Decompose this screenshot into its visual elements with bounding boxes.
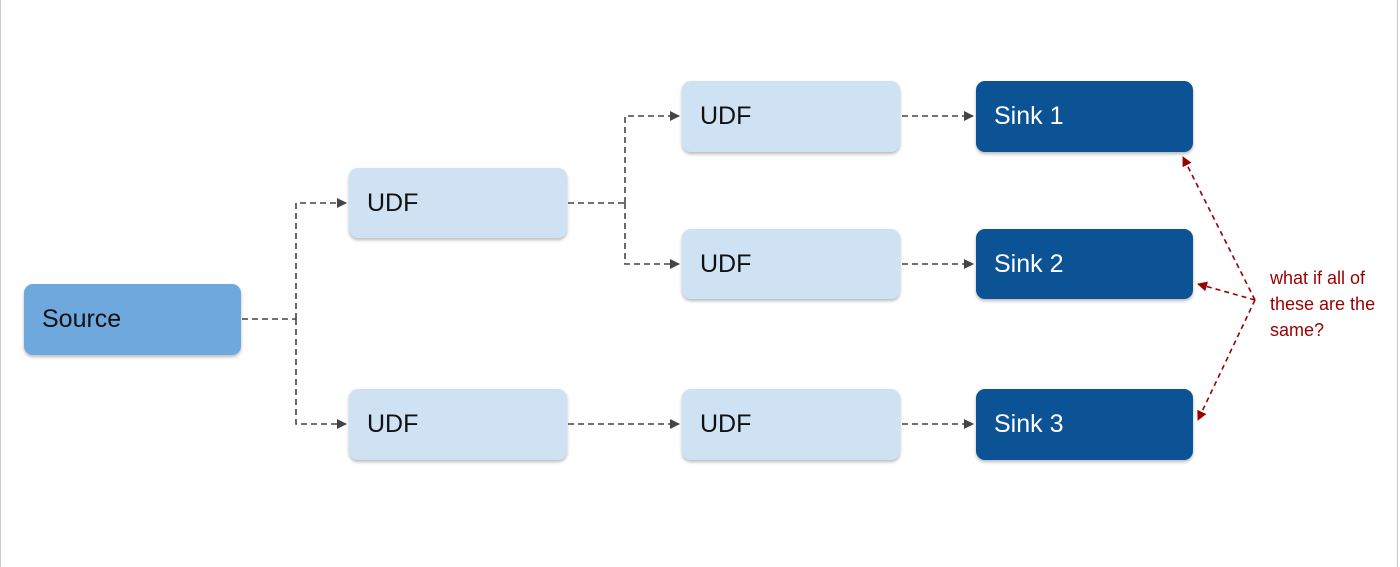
udf-label: UDF	[367, 410, 419, 438]
edge-fork-udf-top	[624, 111, 680, 203]
udf-label: UDF	[367, 188, 419, 217]
edge-fork-udf-middle	[624, 203, 680, 269]
annotation-arrow-sink-2	[1197, 281, 1256, 301]
udf-label: UDF	[700, 410, 752, 438]
udf-node-middle: UDF	[682, 229, 900, 299]
udf-label: UDF	[700, 249, 752, 278]
source-node: Source	[24, 284, 241, 355]
udf-label: UDF	[700, 102, 752, 130]
udf-node-top: UDF	[682, 81, 900, 152]
sink-1-node: Sink 1	[976, 81, 1193, 152]
udf-node-upper: UDF	[349, 168, 567, 238]
annotation-arrow-sink-3	[1197, 299, 1256, 421]
udf-node-lower: UDF	[349, 389, 567, 460]
annotation-arrow-sink-1	[1182, 156, 1256, 301]
edge-fork-udf-upper	[295, 198, 347, 319]
udf-node-bottom: UDF	[682, 389, 900, 460]
sink-2-node: Sink 2	[976, 229, 1193, 299]
sink-2-label: Sink 2	[994, 249, 1064, 278]
sink-3-node: Sink 3	[976, 389, 1193, 460]
sink-3-label: Sink 3	[994, 410, 1064, 438]
source-label: Source	[42, 305, 122, 333]
sink-1-label: Sink 1	[994, 102, 1064, 130]
annotation-text: what if all of these are the same?	[1270, 268, 1376, 340]
edge-fork-udf-lower	[295, 319, 347, 429]
